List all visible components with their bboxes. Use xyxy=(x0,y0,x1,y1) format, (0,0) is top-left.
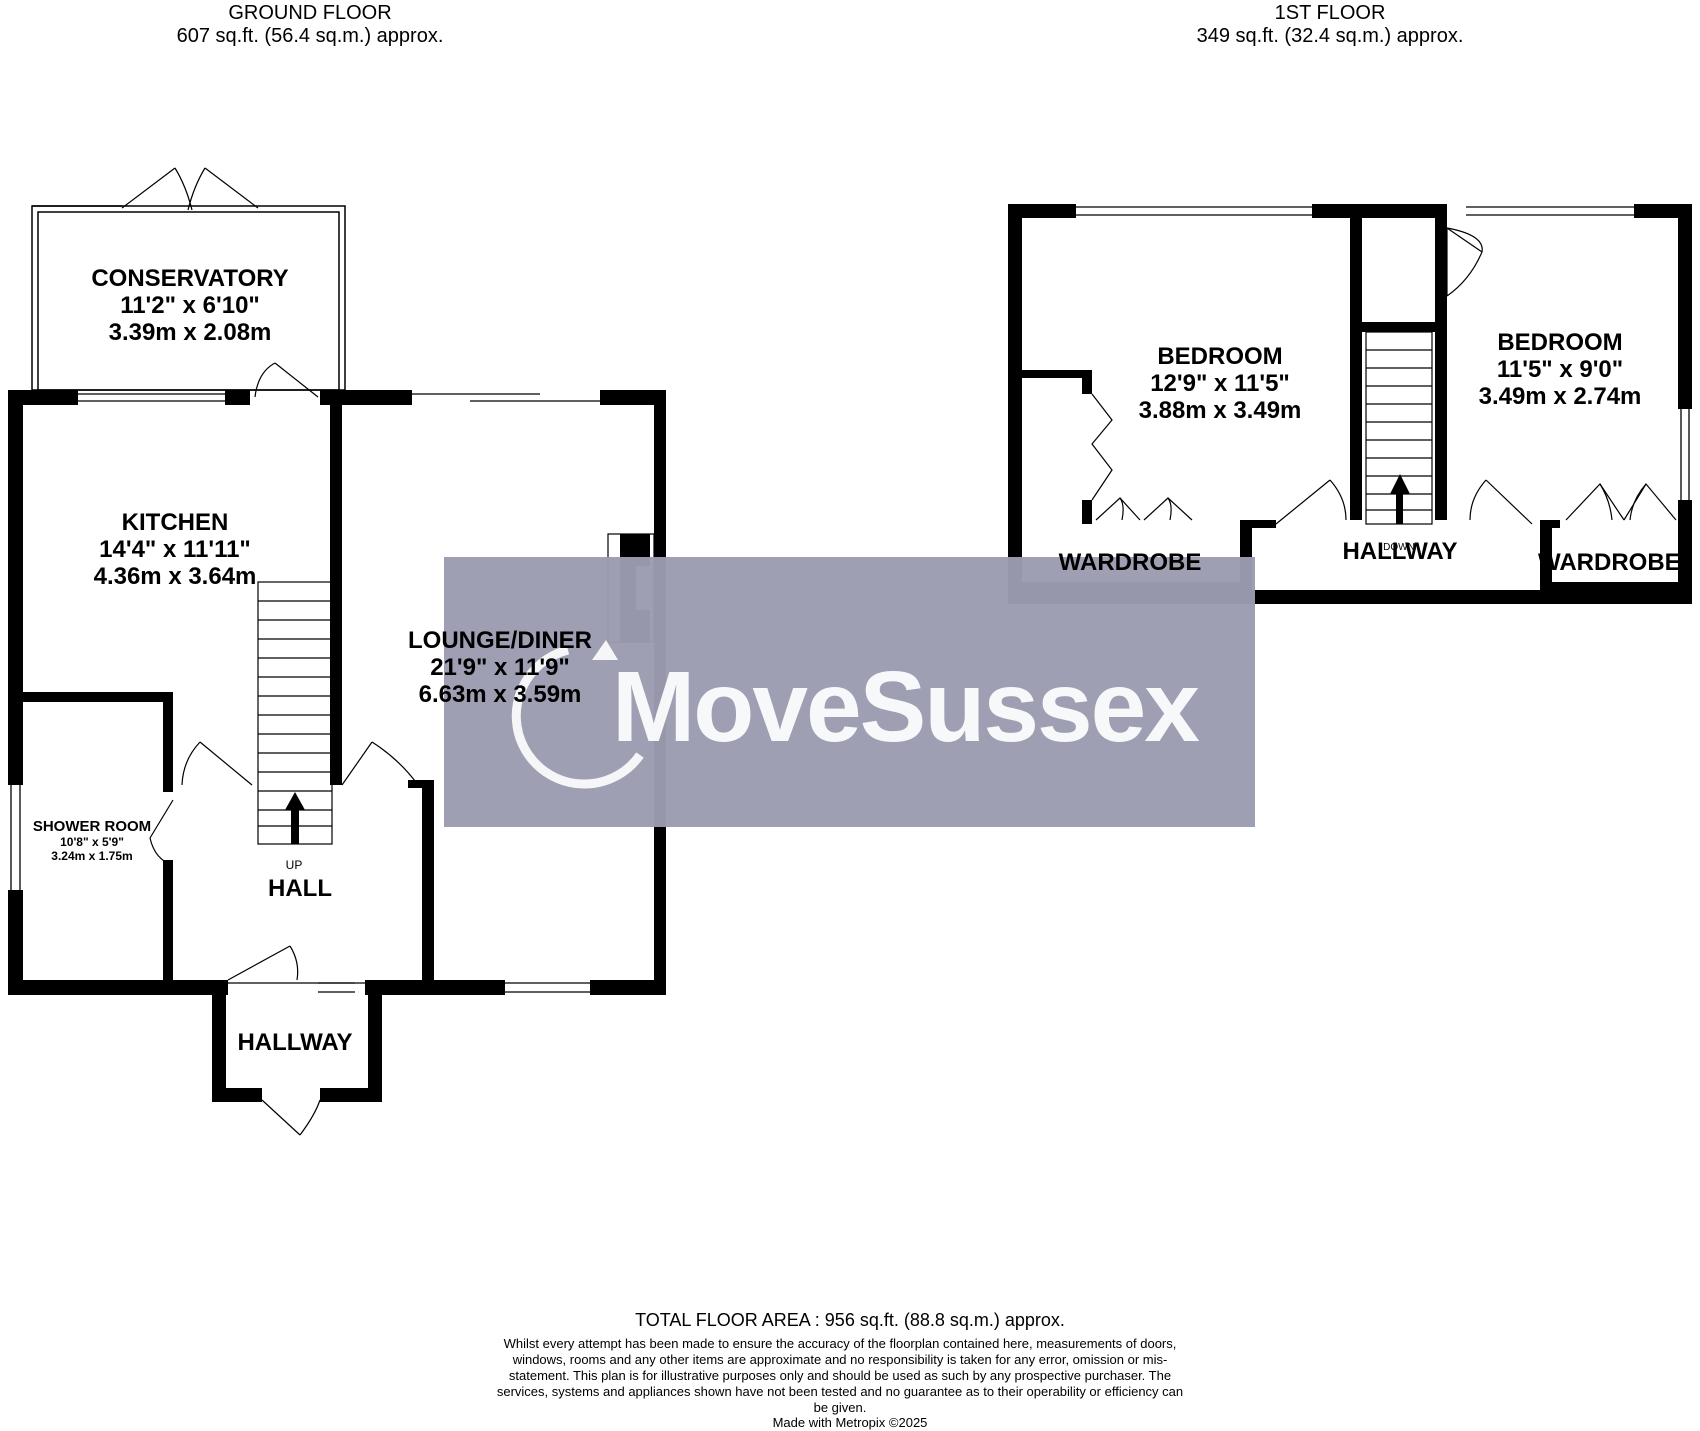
conservatory-doors xyxy=(121,167,259,211)
room-lounge-diner: LOUNGE/DINER 21'9" x 11'9" 6.63m x 3.59m xyxy=(407,627,592,708)
ground-stairs-arrow xyxy=(285,792,305,844)
first-floor-area: 349 sq.ft. (32.4 sq.m.) approx. xyxy=(1196,25,1464,47)
first-stairs-arrow xyxy=(1390,474,1410,524)
stairs-up-label: UP xyxy=(285,858,303,872)
credit-text: Made with Metropix ©2025 xyxy=(772,1415,928,1430)
first-windows xyxy=(1076,206,1690,500)
room-wardrobe-left: WARDROBE xyxy=(1058,549,1202,576)
ground-floor-area: 607 sq.ft. (56.4 sq.m.) approx. xyxy=(176,25,444,47)
watermark-logo-text: MoveSussex xyxy=(612,651,1200,763)
ground-floor-title: GROUND FLOOR xyxy=(228,2,392,24)
stairs-down-label: DOWN xyxy=(1383,542,1415,553)
ground-doors xyxy=(149,362,419,1136)
room-bedroom-2: BEDROOM 11'5" x 9'0" 3.49m x 2.74m xyxy=(1478,329,1642,410)
first-floor-header: 1ST FLOOR 349 sq.ft. (32.4 sq.m.) approx… xyxy=(1140,2,1520,48)
first-doors xyxy=(1091,227,1677,525)
ground-windows xyxy=(10,393,600,993)
total-floor-area: TOTAL FLOOR AREA : 956 sq.ft. (88.8 sq.m… xyxy=(635,1310,1065,1330)
room-hallway-first: HALLWAY xyxy=(1342,538,1458,565)
room-conservatory: CONSERVATORY 11'2" x 6'10" 3.39m x 2.08m xyxy=(91,265,289,346)
disclaimer-text: Whilst every attempt has been made to en… xyxy=(496,1336,1184,1415)
room-shower-room: SHOWER ROOM 10'8" x 5'9" 3.24m x 1.75m xyxy=(32,818,152,863)
room-bedroom-1: BEDROOM 12'9" x 11'5" 3.88m x 3.49m xyxy=(1138,343,1302,424)
first-floor-title: 1ST FLOOR xyxy=(1274,2,1386,24)
ground-floor-header: GROUND FLOOR 607 sq.ft. (56.4 sq.m.) app… xyxy=(160,2,460,48)
room-kitchen: KITCHEN 14'4" x 11'11" 4.36m x 3.64m xyxy=(93,509,257,590)
watermark-block xyxy=(444,557,1255,827)
room-hall: HALL xyxy=(268,875,332,902)
room-wardrobe-right: WARDROBE xyxy=(1538,549,1681,576)
room-hallway-ground: HALLWAY xyxy=(237,1029,353,1056)
